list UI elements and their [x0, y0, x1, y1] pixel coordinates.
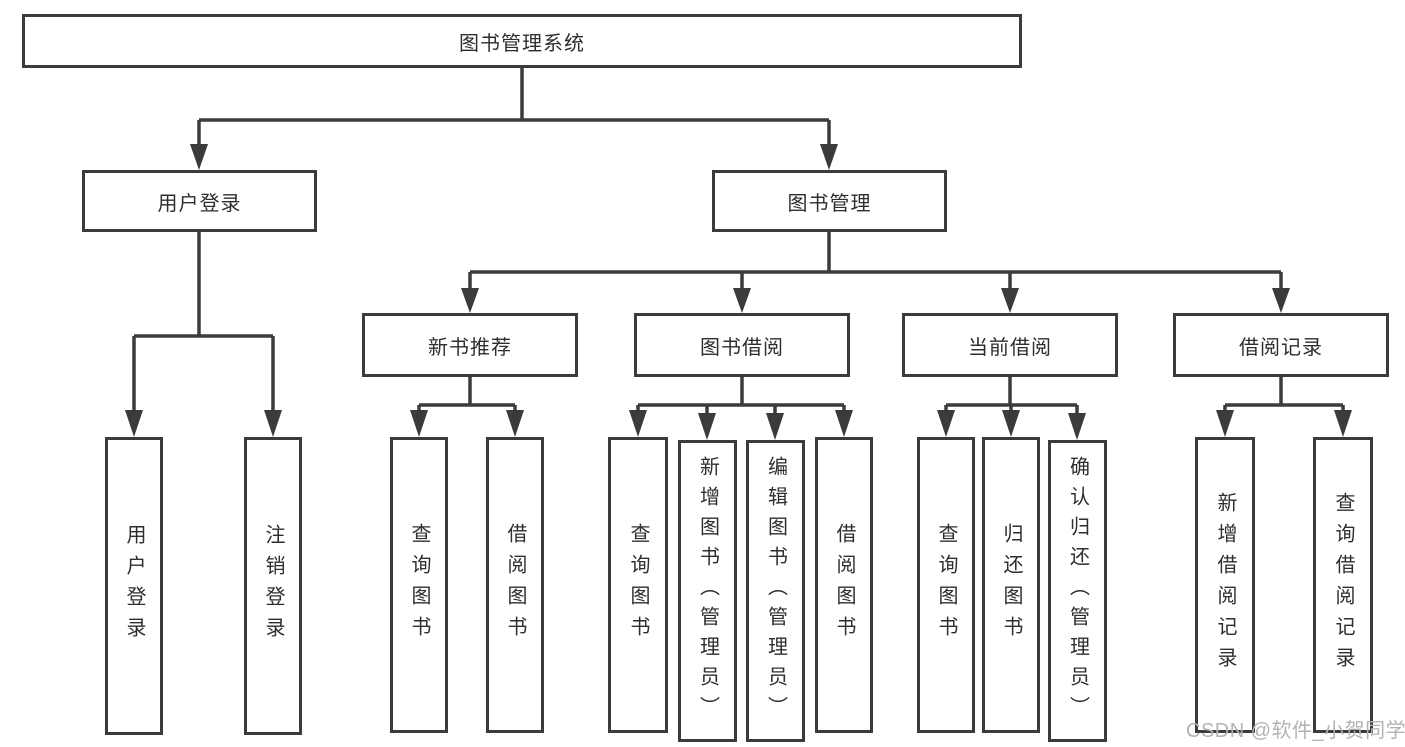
connector-user-login-to-leaves [125, 232, 282, 437]
leaf-borrow-query-books: 查询图书 [608, 437, 668, 733]
leaf-edit-books-admin-label: 编辑图书（管理员） [764, 456, 787, 726]
leaf-user-login: 用户登录 [105, 437, 163, 735]
leaf-add-borrow-record: 新增借阅记录 [1195, 437, 1255, 733]
leaf-confirm-return-admin-label: 确认归还（管理员） [1066, 456, 1089, 726]
leaf-add-books-admin: 新增图书（管理员） [678, 440, 737, 742]
connector-book-mgmt-to-level3 [461, 232, 1290, 313]
node-current-borrow: 当前借阅 [902, 313, 1118, 377]
leaf-return-books-label: 归还图书 [1000, 523, 1022, 647]
connector-book-borrow-to-leaves [629, 377, 853, 440]
node-book-borrow-label: 图书借阅 [700, 336, 784, 359]
leaf-add-books-admin-label: 新增图书（管理员） [696, 456, 719, 726]
connector-current-borrow-to-leaves [937, 377, 1086, 440]
csdn-watermark: CSDN @软件_小贺同学 [1186, 720, 1405, 742]
node-book-mgmt-group: 图书管理 [712, 170, 947, 232]
leaf-return-books: 归还图书 [982, 437, 1040, 733]
leaf-edit-books-admin: 编辑图书（管理员） [746, 440, 805, 742]
leaf-rec-borrow-books-label: 借阅图书 [504, 523, 526, 647]
node-new-book-rec: 新书推荐 [362, 313, 578, 377]
leaf-user-login-label: 用户登录 [123, 524, 145, 648]
connector-new-book-rec-to-leaves [410, 377, 524, 437]
leaf-query-borrow-record: 查询借阅记录 [1313, 437, 1373, 733]
node-borrow-records-label: 借阅记录 [1239, 336, 1323, 359]
leaf-rec-query-books: 查询图书 [390, 437, 448, 733]
connector-borrow-records-to-leaves [1216, 377, 1352, 437]
leaf-borrow-books-label: 借阅图书 [833, 523, 855, 647]
leaf-confirm-return-admin: 确认归还（管理员） [1048, 440, 1107, 742]
leaf-borrow-books: 借阅图书 [815, 437, 873, 733]
node-new-book-rec-label: 新书推荐 [428, 336, 512, 359]
leaf-rec-query-books-label: 查询图书 [408, 523, 430, 647]
connector-root-to-level2 [190, 68, 838, 170]
node-book-borrow: 图书借阅 [634, 313, 850, 377]
node-current-borrow-label: 当前借阅 [968, 336, 1052, 359]
leaf-current-query-books: 查询图书 [917, 437, 975, 733]
leaf-logout-label: 注销登录 [262, 524, 284, 648]
node-user-login-group-label: 用户登录 [157, 192, 242, 215]
node-book-mgmt-group-label: 图书管理 [787, 192, 872, 215]
leaf-borrow-query-books-label: 查询图书 [627, 523, 649, 647]
leaf-query-borrow-record-label: 查询借阅记录 [1332, 492, 1354, 678]
node-user-login-group: 用户登录 [82, 170, 317, 232]
node-root-system-label: 图书管理系统 [459, 32, 585, 55]
node-root-system: 图书管理系统 [22, 14, 1022, 68]
leaf-rec-borrow-books: 借阅图书 [486, 437, 544, 733]
node-borrow-records: 借阅记录 [1173, 313, 1389, 377]
leaf-current-query-books-label: 查询图书 [935, 523, 957, 647]
leaf-add-borrow-record-label: 新增借阅记录 [1214, 492, 1236, 678]
leaf-logout: 注销登录 [244, 437, 302, 735]
